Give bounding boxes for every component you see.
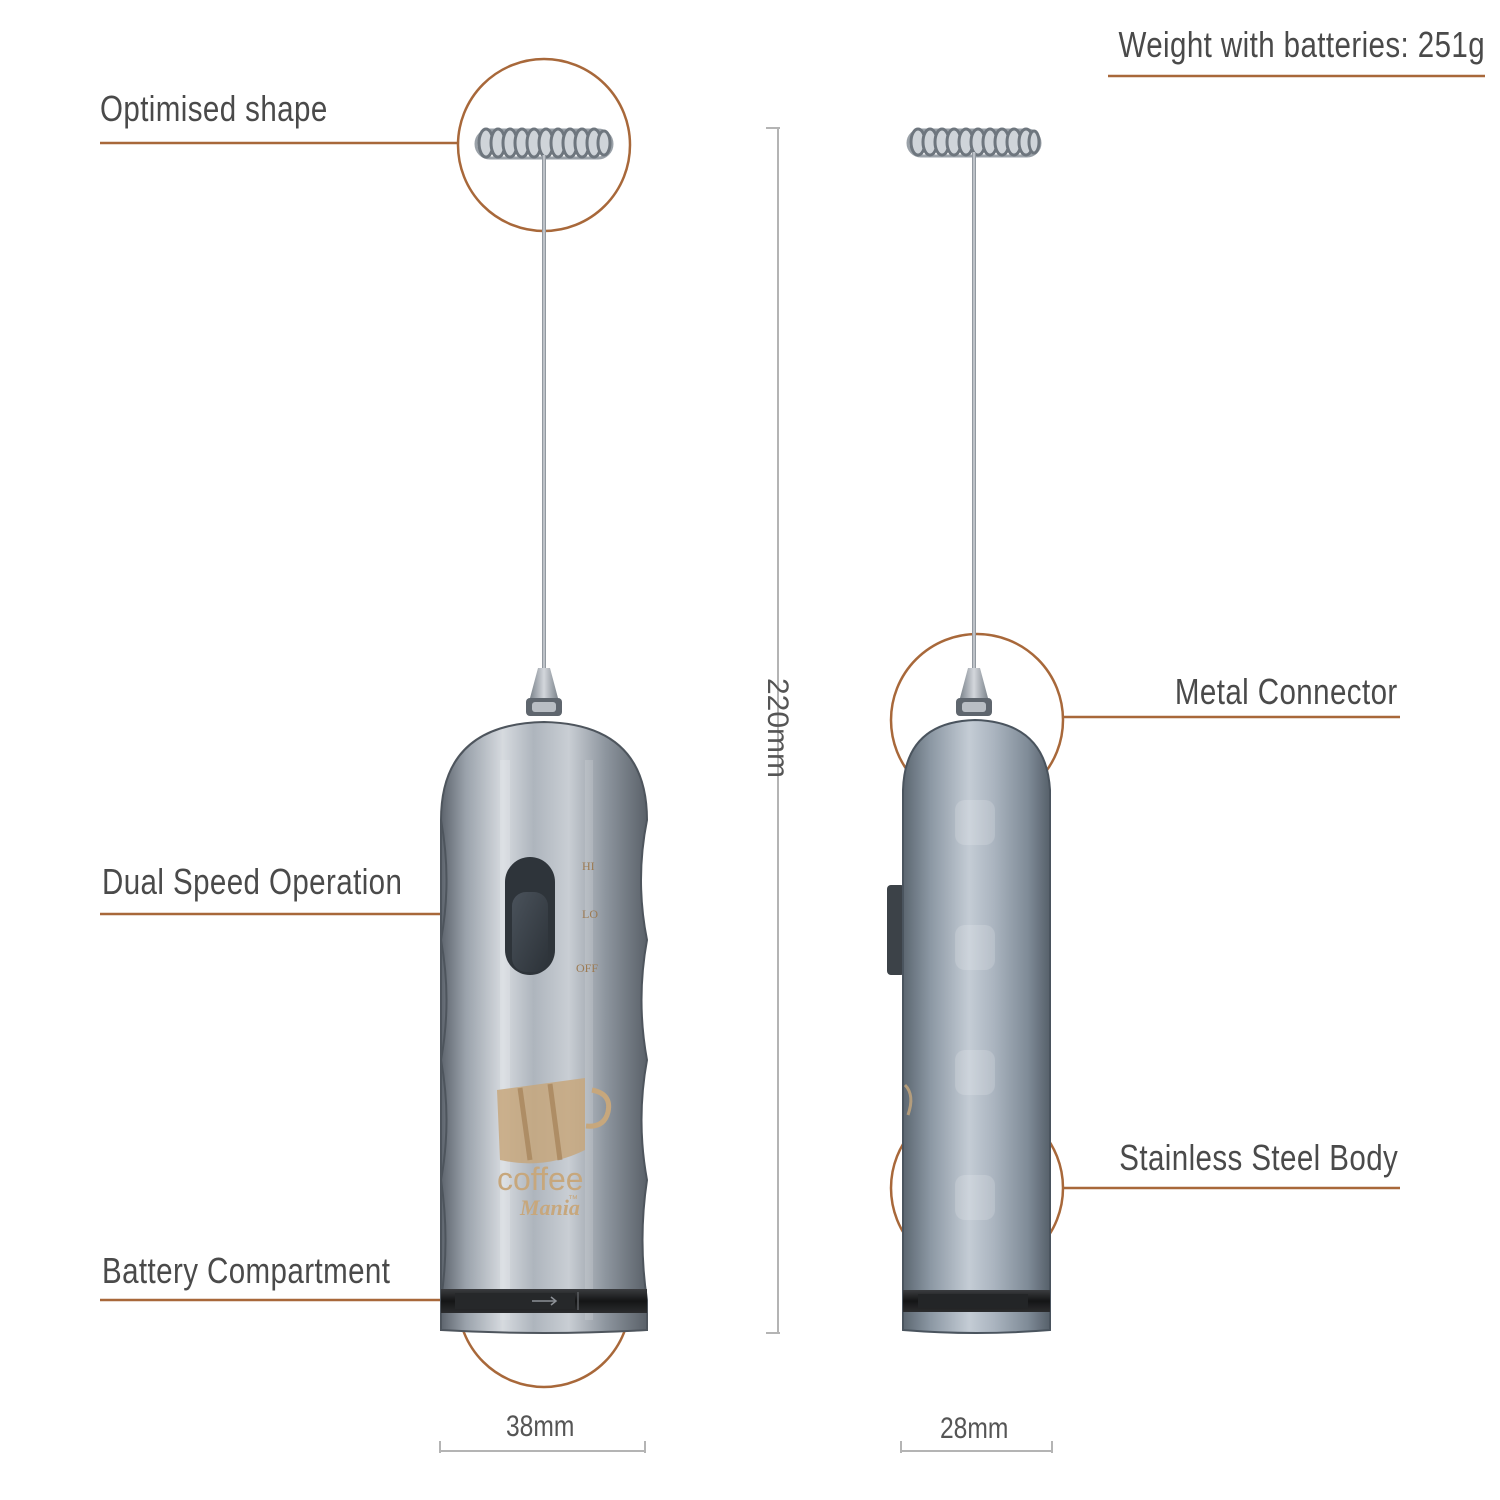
callout-stainless-body: Stainless Steel Body: [1119, 1137, 1398, 1178]
coffee-cup-logo-icon: [497, 1078, 612, 1164]
speed-switch-side: [887, 885, 905, 975]
arrow-right-icon: [532, 1296, 558, 1306]
brand-name-line2: Mania: [519, 1195, 580, 1220]
frother-side-view: [887, 127, 1051, 1334]
callout-metal-connector: Metal Connector: [1175, 671, 1398, 712]
height-dimension-label: 220mm: [761, 678, 794, 778]
callout-battery: Battery Compartment: [102, 1250, 391, 1291]
speed-switch-knob[interactable]: [512, 892, 548, 972]
handle-body-side: [902, 718, 1051, 1334]
callout-dual-speed: Dual Speed Operation: [102, 861, 403, 902]
side-width-label: 28mm: [940, 1412, 1009, 1445]
switch-label-hi: HI: [582, 859, 595, 873]
weight-title: Weight with batteries: 251g: [1118, 24, 1485, 65]
dimension-lines: [439, 127, 1053, 1453]
whisk-shaft-side: [972, 152, 976, 672]
handle-body: [439, 720, 649, 1334]
brand-name-line1: coffee: [497, 1161, 584, 1197]
brand-trademark: ™: [568, 1194, 578, 1205]
callout-optimised-shape: Optimised shape: [100, 88, 328, 129]
switch-label-off: OFF: [576, 961, 598, 975]
whisk-coil-side-icon: [906, 127, 1042, 158]
front-width-label: 38mm: [506, 1410, 575, 1443]
metal-connector-side: [960, 668, 988, 698]
whisk-coil-icon: [474, 127, 614, 160]
whisk-shaft: [542, 155, 546, 670]
metal-connector: [530, 668, 558, 698]
switch-label-lo: LO: [582, 907, 598, 921]
frother-front-view: HI LO OFF coffee Mania ™: [439, 127, 649, 1334]
